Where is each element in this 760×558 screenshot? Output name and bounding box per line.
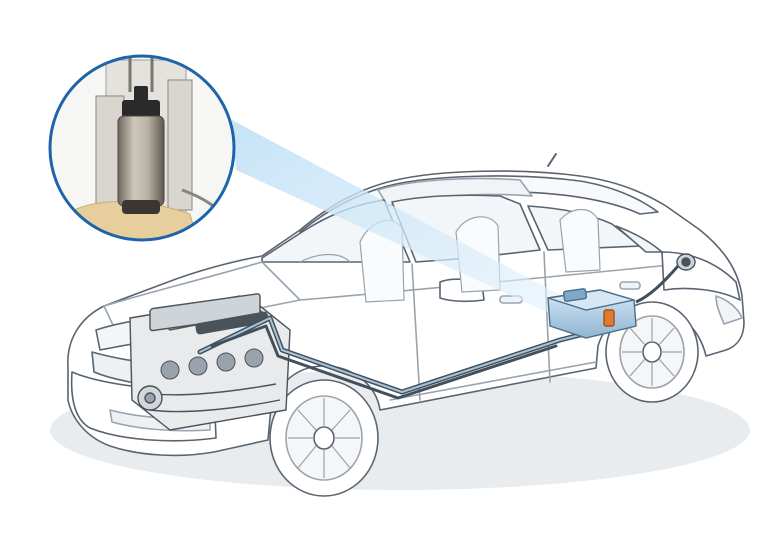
front-wheel [269, 379, 379, 497]
fuel-line [197, 315, 603, 400]
antenna [547, 153, 557, 167]
taillight [715, 295, 743, 325]
rear-door-handle [619, 281, 641, 290]
rear-door-line [543, 251, 551, 383]
rocker-line [389, 361, 597, 401]
fuel-filter [603, 309, 615, 327]
fuel-pump-detail [48, 54, 236, 242]
engine-block [129, 293, 291, 431]
detail-beam [232, 120, 562, 318]
front-door-line [411, 263, 421, 401]
fuel-tank [547, 288, 637, 339]
electric-fuel-pump [117, 86, 165, 214]
fuel-filler-cap [635, 253, 696, 304]
